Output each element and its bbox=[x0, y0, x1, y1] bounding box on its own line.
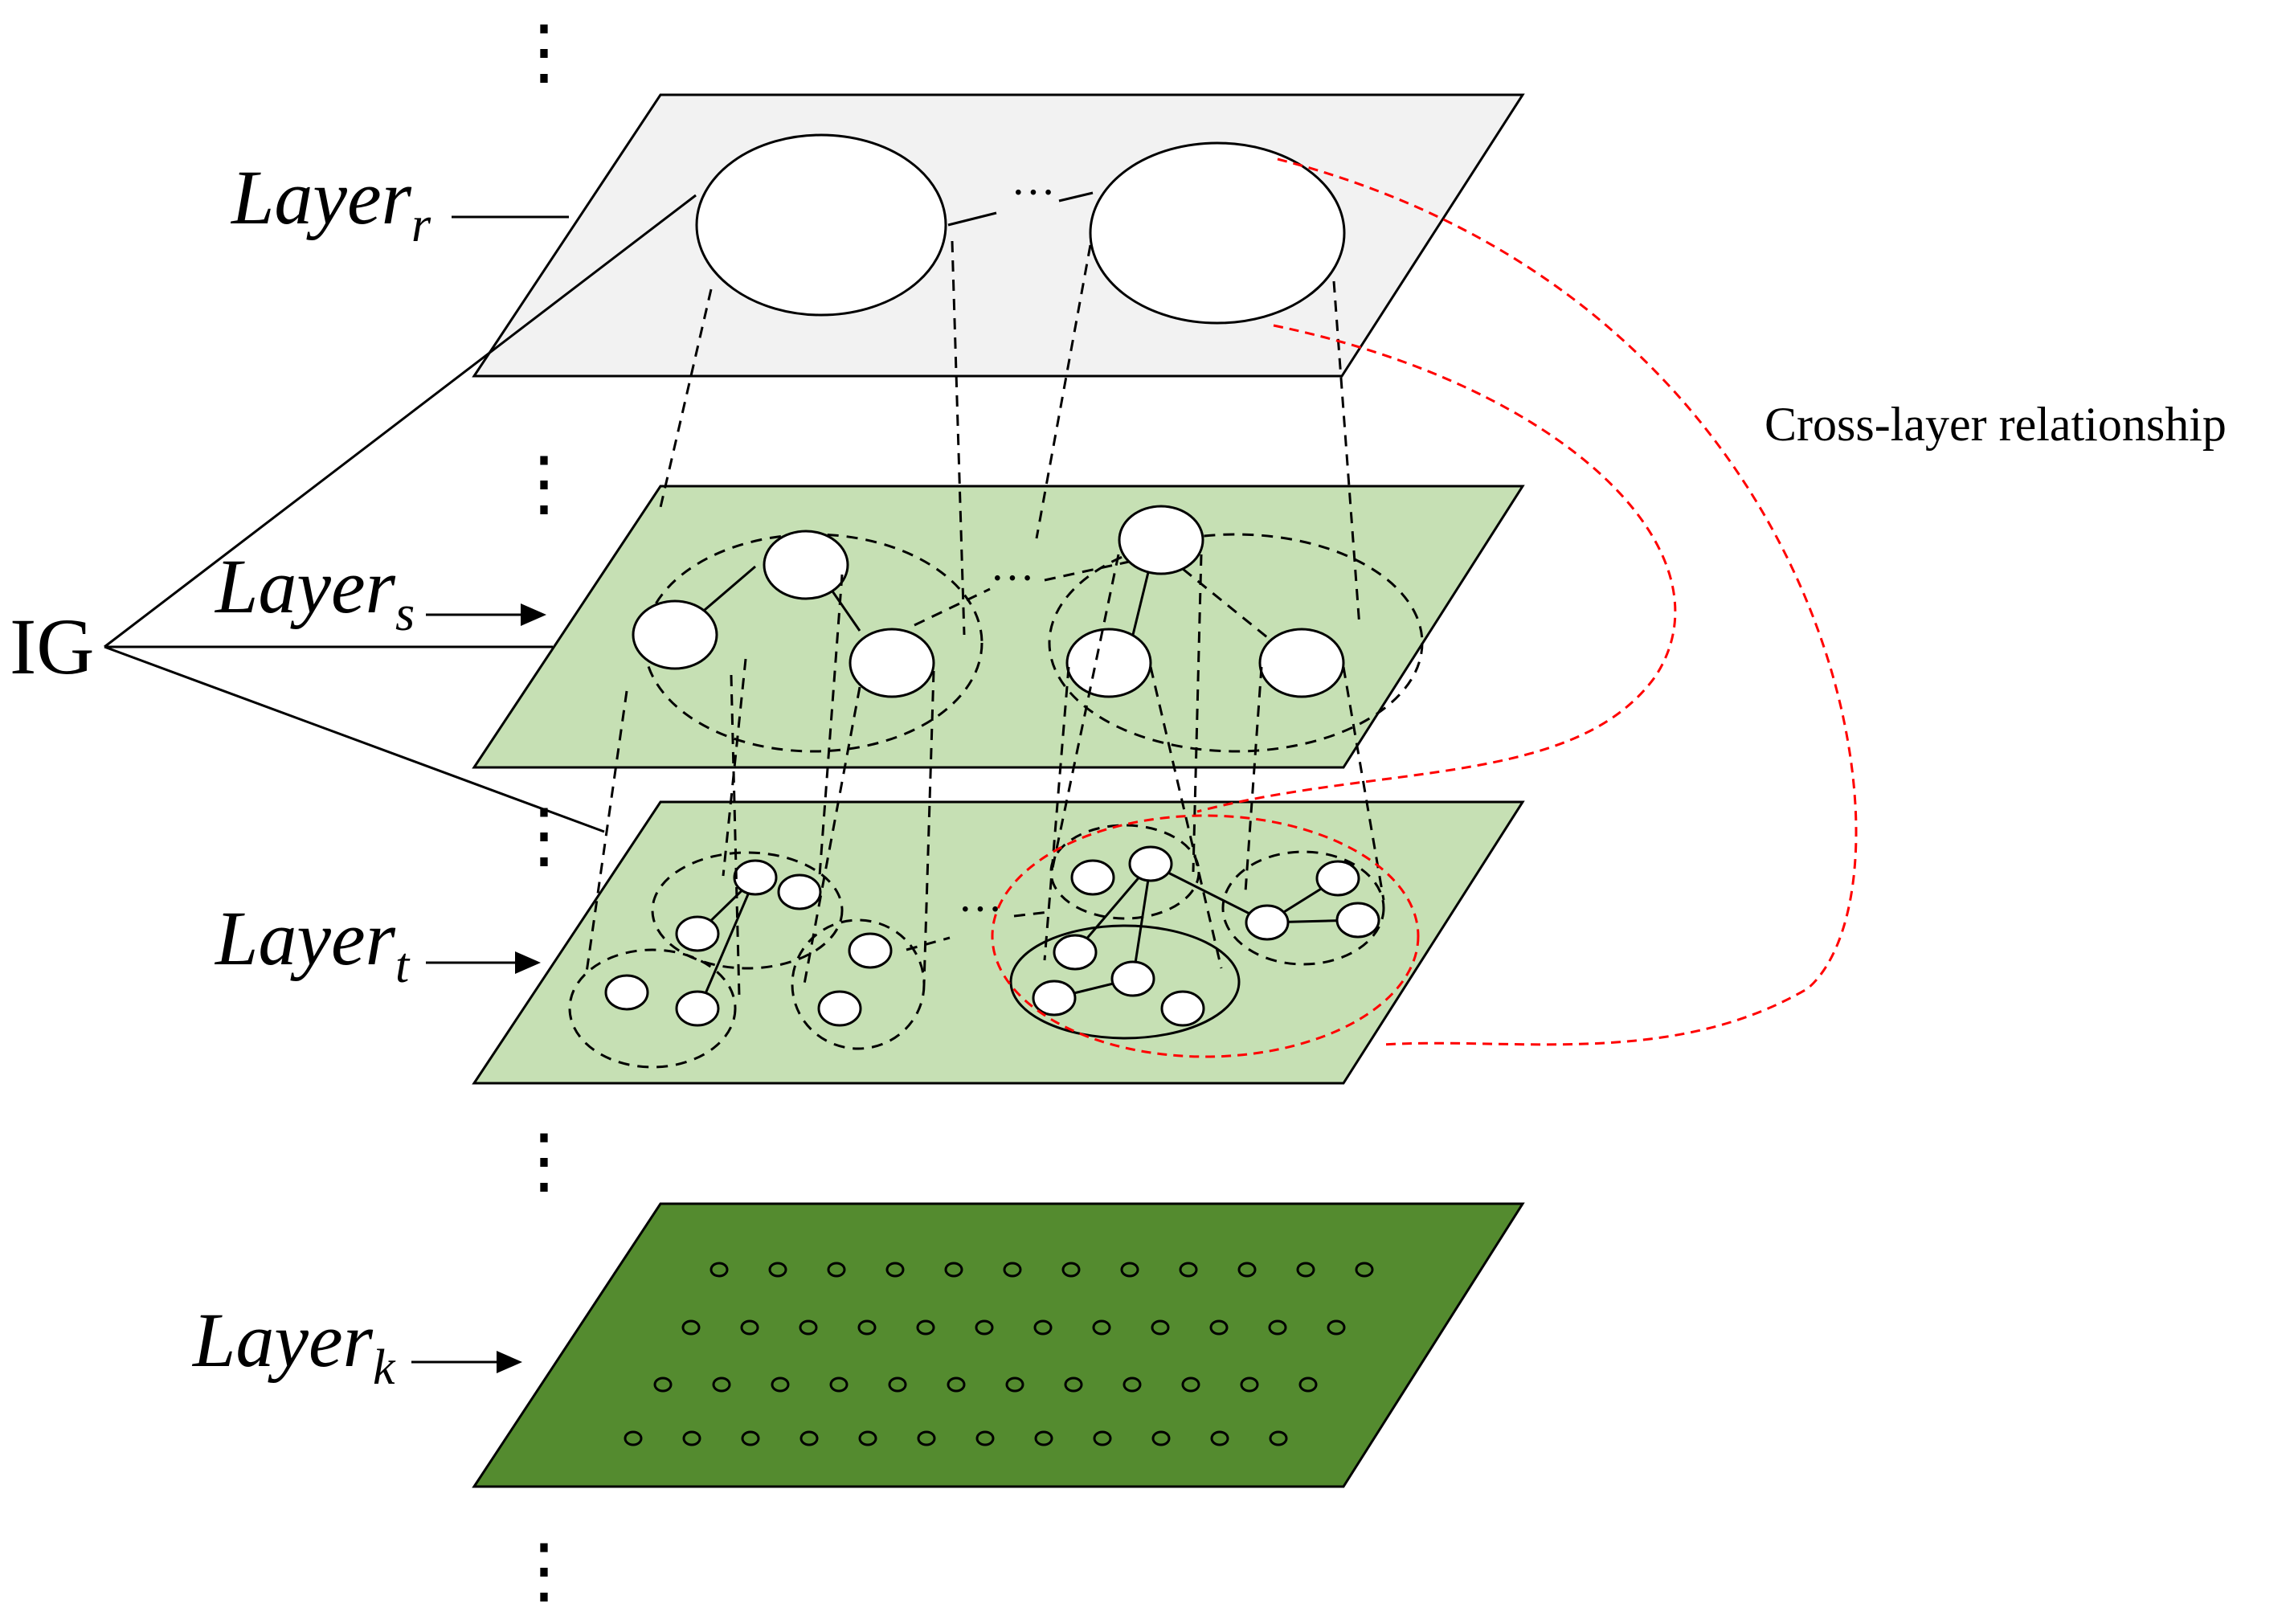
layer-s-node bbox=[1118, 505, 1204, 575]
layer-s-label: Layers bbox=[214, 543, 546, 641]
layer-t-node bbox=[604, 974, 649, 1011]
layer-k-node bbox=[1061, 1262, 1081, 1278]
layer-t-node bbox=[1245, 904, 1290, 941]
layer-r-plane: ··· bbox=[472, 93, 1525, 378]
layer-k-node bbox=[1210, 1430, 1229, 1446]
layer-t-node bbox=[1160, 990, 1205, 1027]
layer-k-node bbox=[740, 1319, 759, 1336]
layer-t-node bbox=[675, 915, 720, 952]
layer-k-node bbox=[1064, 1377, 1083, 1393]
layer-t-node bbox=[733, 859, 778, 896]
layer-t-node bbox=[1032, 980, 1077, 1017]
layer-k-node bbox=[1240, 1377, 1259, 1393]
layer-r-label: Layerr bbox=[230, 154, 569, 252]
layer-k-node bbox=[1034, 1430, 1053, 1446]
layer-k-node bbox=[1005, 1377, 1024, 1393]
layer-s-plane: ··· bbox=[472, 485, 1525, 769]
layer-k-node bbox=[1327, 1319, 1346, 1336]
layer-k-node bbox=[1298, 1377, 1318, 1393]
layer-k-node bbox=[975, 1430, 995, 1446]
ellipsis-bottom: ⋮ bbox=[508, 1532, 580, 1611]
projection-lines-r-s bbox=[657, 240, 1361, 636]
layer-k-node bbox=[1092, 1319, 1111, 1336]
layer-k-node bbox=[1003, 1262, 1022, 1278]
layer-r-node-1 bbox=[695, 133, 947, 317]
svg-text:Layers: Layers bbox=[214, 543, 415, 641]
layer-k-label: Layerk bbox=[191, 1297, 522, 1395]
layer-k-node bbox=[712, 1377, 731, 1393]
layer-k-node-grid bbox=[624, 1262, 1374, 1446]
layer-t-node bbox=[777, 873, 822, 910]
layer-k-node bbox=[653, 1377, 673, 1393]
layer-r-hdots: ··· bbox=[1011, 168, 1056, 218]
layer-k-node bbox=[741, 1430, 760, 1446]
layer-t-node bbox=[675, 990, 720, 1027]
layer-k-node bbox=[858, 1430, 877, 1446]
layer-k-node bbox=[681, 1319, 701, 1336]
ig-connectors bbox=[104, 194, 697, 833]
layer-t-node bbox=[1070, 859, 1115, 896]
layer-k-plane bbox=[472, 1202, 1525, 1488]
layer-t-node bbox=[1128, 845, 1173, 882]
layer-k-node bbox=[857, 1319, 877, 1336]
layer-k-node bbox=[1151, 1430, 1171, 1446]
layer-t-label: Layert bbox=[214, 895, 541, 993]
layer-k-node bbox=[682, 1430, 701, 1446]
layer-k-node bbox=[1151, 1319, 1170, 1336]
layer-k-node bbox=[947, 1377, 966, 1393]
layer-k-node bbox=[1268, 1319, 1287, 1336]
layer-k-node bbox=[1033, 1319, 1053, 1336]
cross-layer-relationship bbox=[991, 157, 1858, 1058]
layer-t-plane: ··· bbox=[472, 800, 1525, 1085]
layer-k-node bbox=[1237, 1262, 1257, 1278]
layer-t-node bbox=[817, 990, 862, 1027]
ellipsis-t-k: ⋮ bbox=[508, 1122, 580, 1201]
layer-k-node bbox=[885, 1262, 905, 1278]
layer-t-node bbox=[1053, 934, 1098, 971]
layer-k-node bbox=[1296, 1262, 1315, 1278]
layer-s-node bbox=[763, 530, 849, 600]
layer-k-node bbox=[975, 1319, 994, 1336]
layer-k-node bbox=[888, 1377, 907, 1393]
layer-t-node bbox=[1110, 960, 1155, 997]
layer-t-node bbox=[1335, 902, 1380, 939]
layer-k-node bbox=[944, 1262, 963, 1278]
layer-k-node bbox=[829, 1377, 849, 1393]
layer-s-node bbox=[632, 599, 718, 670]
svg-text:Layerk: Layerk bbox=[191, 1297, 396, 1395]
projection-lines-s-t bbox=[585, 554, 1385, 997]
layer-s-hdots: ··· bbox=[990, 554, 1035, 603]
layer-s-node bbox=[849, 628, 935, 698]
layer-t-node bbox=[1315, 860, 1360, 897]
layer-s-node bbox=[1258, 628, 1345, 698]
svg-text:Layert: Layert bbox=[214, 895, 411, 993]
layer-k-node bbox=[1093, 1430, 1112, 1446]
layer-k-node bbox=[1181, 1377, 1200, 1393]
layer-k-node bbox=[624, 1430, 643, 1446]
svg-text:Layerr: Layerr bbox=[230, 154, 431, 252]
ellipsis-top: ⋮ bbox=[508, 13, 580, 92]
layer-k-node bbox=[917, 1430, 936, 1446]
layer-k-node bbox=[1355, 1262, 1374, 1278]
layer-k-node bbox=[1179, 1262, 1198, 1278]
layer-s-node bbox=[1065, 628, 1152, 698]
layer-k-node bbox=[709, 1262, 729, 1278]
layer-k-node bbox=[771, 1377, 790, 1393]
ig-label: IG bbox=[10, 602, 95, 691]
cross-layer-label: Cross-layer relationship bbox=[1765, 398, 2227, 451]
layer-r-node-2 bbox=[1089, 141, 1346, 325]
layer-t-node bbox=[848, 932, 893, 969]
layer-k-node bbox=[916, 1319, 935, 1336]
layer-k-node bbox=[827, 1262, 846, 1278]
ellipsis-r-s: ⋮ bbox=[508, 444, 580, 524]
layer-k-node bbox=[1269, 1430, 1288, 1446]
layer-k-node bbox=[799, 1319, 818, 1336]
layer-k-node bbox=[1123, 1377, 1142, 1393]
layer-k-node bbox=[768, 1262, 787, 1278]
layer-k-node bbox=[799, 1430, 819, 1446]
layer-k-node bbox=[1120, 1262, 1139, 1278]
layer-k-node bbox=[1209, 1319, 1229, 1336]
layer-t-hdots: ··· bbox=[958, 885, 1003, 935]
